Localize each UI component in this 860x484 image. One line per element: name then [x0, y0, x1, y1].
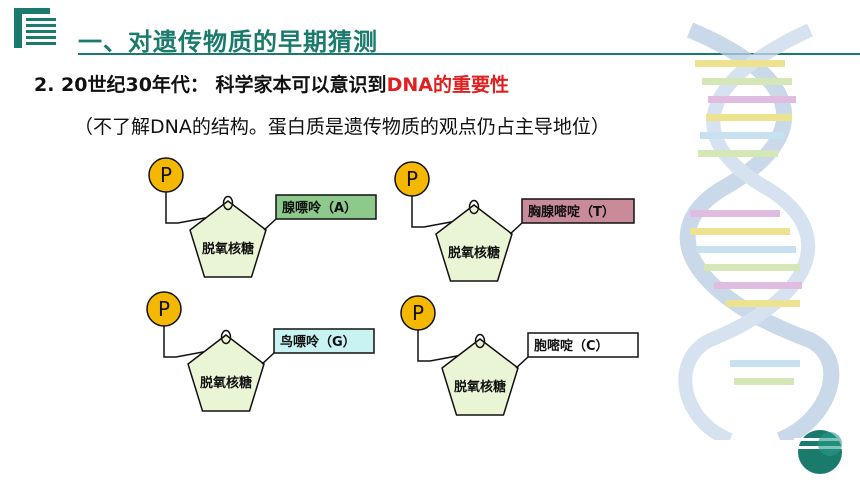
ring-oxygen-mark	[222, 195, 234, 211]
corner-circles-icon	[794, 430, 846, 474]
phosphate-label: P	[406, 167, 418, 191]
phosphate-circle	[148, 157, 184, 193]
subtitle-highlight: DNA的重要性	[386, 74, 509, 96]
deoxyribose-pentagon	[187, 334, 265, 412]
section-note: （不了解DNA的结构。蛋白质是遗传物质的观点仍占主导地位）	[74, 116, 610, 138]
ring-oxygen-mark	[220, 329, 232, 345]
dna-helix-icon	[678, 22, 840, 440]
phosphate-bond	[163, 326, 220, 358]
phosphate-circle	[146, 291, 182, 327]
page-title: 一、对遗传物质的早期猜测	[78, 28, 378, 56]
phosphate-label: P	[160, 163, 172, 187]
header-lines-icon	[14, 8, 56, 48]
base-label: 胸腺嘧啶（T）	[528, 204, 615, 220]
deoxyribose-pentagon	[441, 338, 519, 416]
phosphate-circle	[394, 161, 430, 197]
base-label: 胞嘧啶（C）	[533, 338, 609, 354]
phosphate-bond	[417, 330, 474, 362]
subtitle-text: 2. 20世纪30年代： 科学家本可以意识到	[34, 74, 387, 96]
phosphate-circle	[400, 295, 436, 331]
base-box	[527, 332, 639, 358]
base-label: 鸟嘌呤（G）	[280, 334, 356, 350]
base-bond	[263, 218, 277, 231]
title-divider	[78, 53, 860, 55]
base-box	[273, 328, 375, 354]
sugar-label: 脱氧核糖	[448, 245, 500, 261]
base-bond	[509, 222, 523, 235]
base-box	[521, 198, 635, 224]
base-box	[275, 194, 377, 220]
deoxyribose-pentagon	[189, 200, 267, 278]
phosphate-bond	[411, 196, 468, 228]
phosphate-label: P	[412, 301, 424, 325]
sugar-label: 脱氧核糖	[200, 375, 252, 391]
ring-oxygen-mark	[468, 199, 480, 215]
deoxyribose-pentagon	[435, 204, 513, 282]
base-label: 腺嘌呤（A）	[282, 200, 357, 216]
sugar-label: 脱氧核糖	[202, 241, 254, 257]
sugar-label: 脱氧核糖	[454, 379, 506, 395]
phosphate-bond	[165, 192, 222, 224]
section-subtitle: 2. 20世纪30年代： 科学家本可以意识到DNA的重要性	[34, 70, 509, 97]
base-bond	[261, 352, 275, 365]
base-bond	[515, 356, 529, 369]
ring-oxygen-mark	[474, 333, 486, 349]
phosphate-label: P	[158, 297, 170, 321]
